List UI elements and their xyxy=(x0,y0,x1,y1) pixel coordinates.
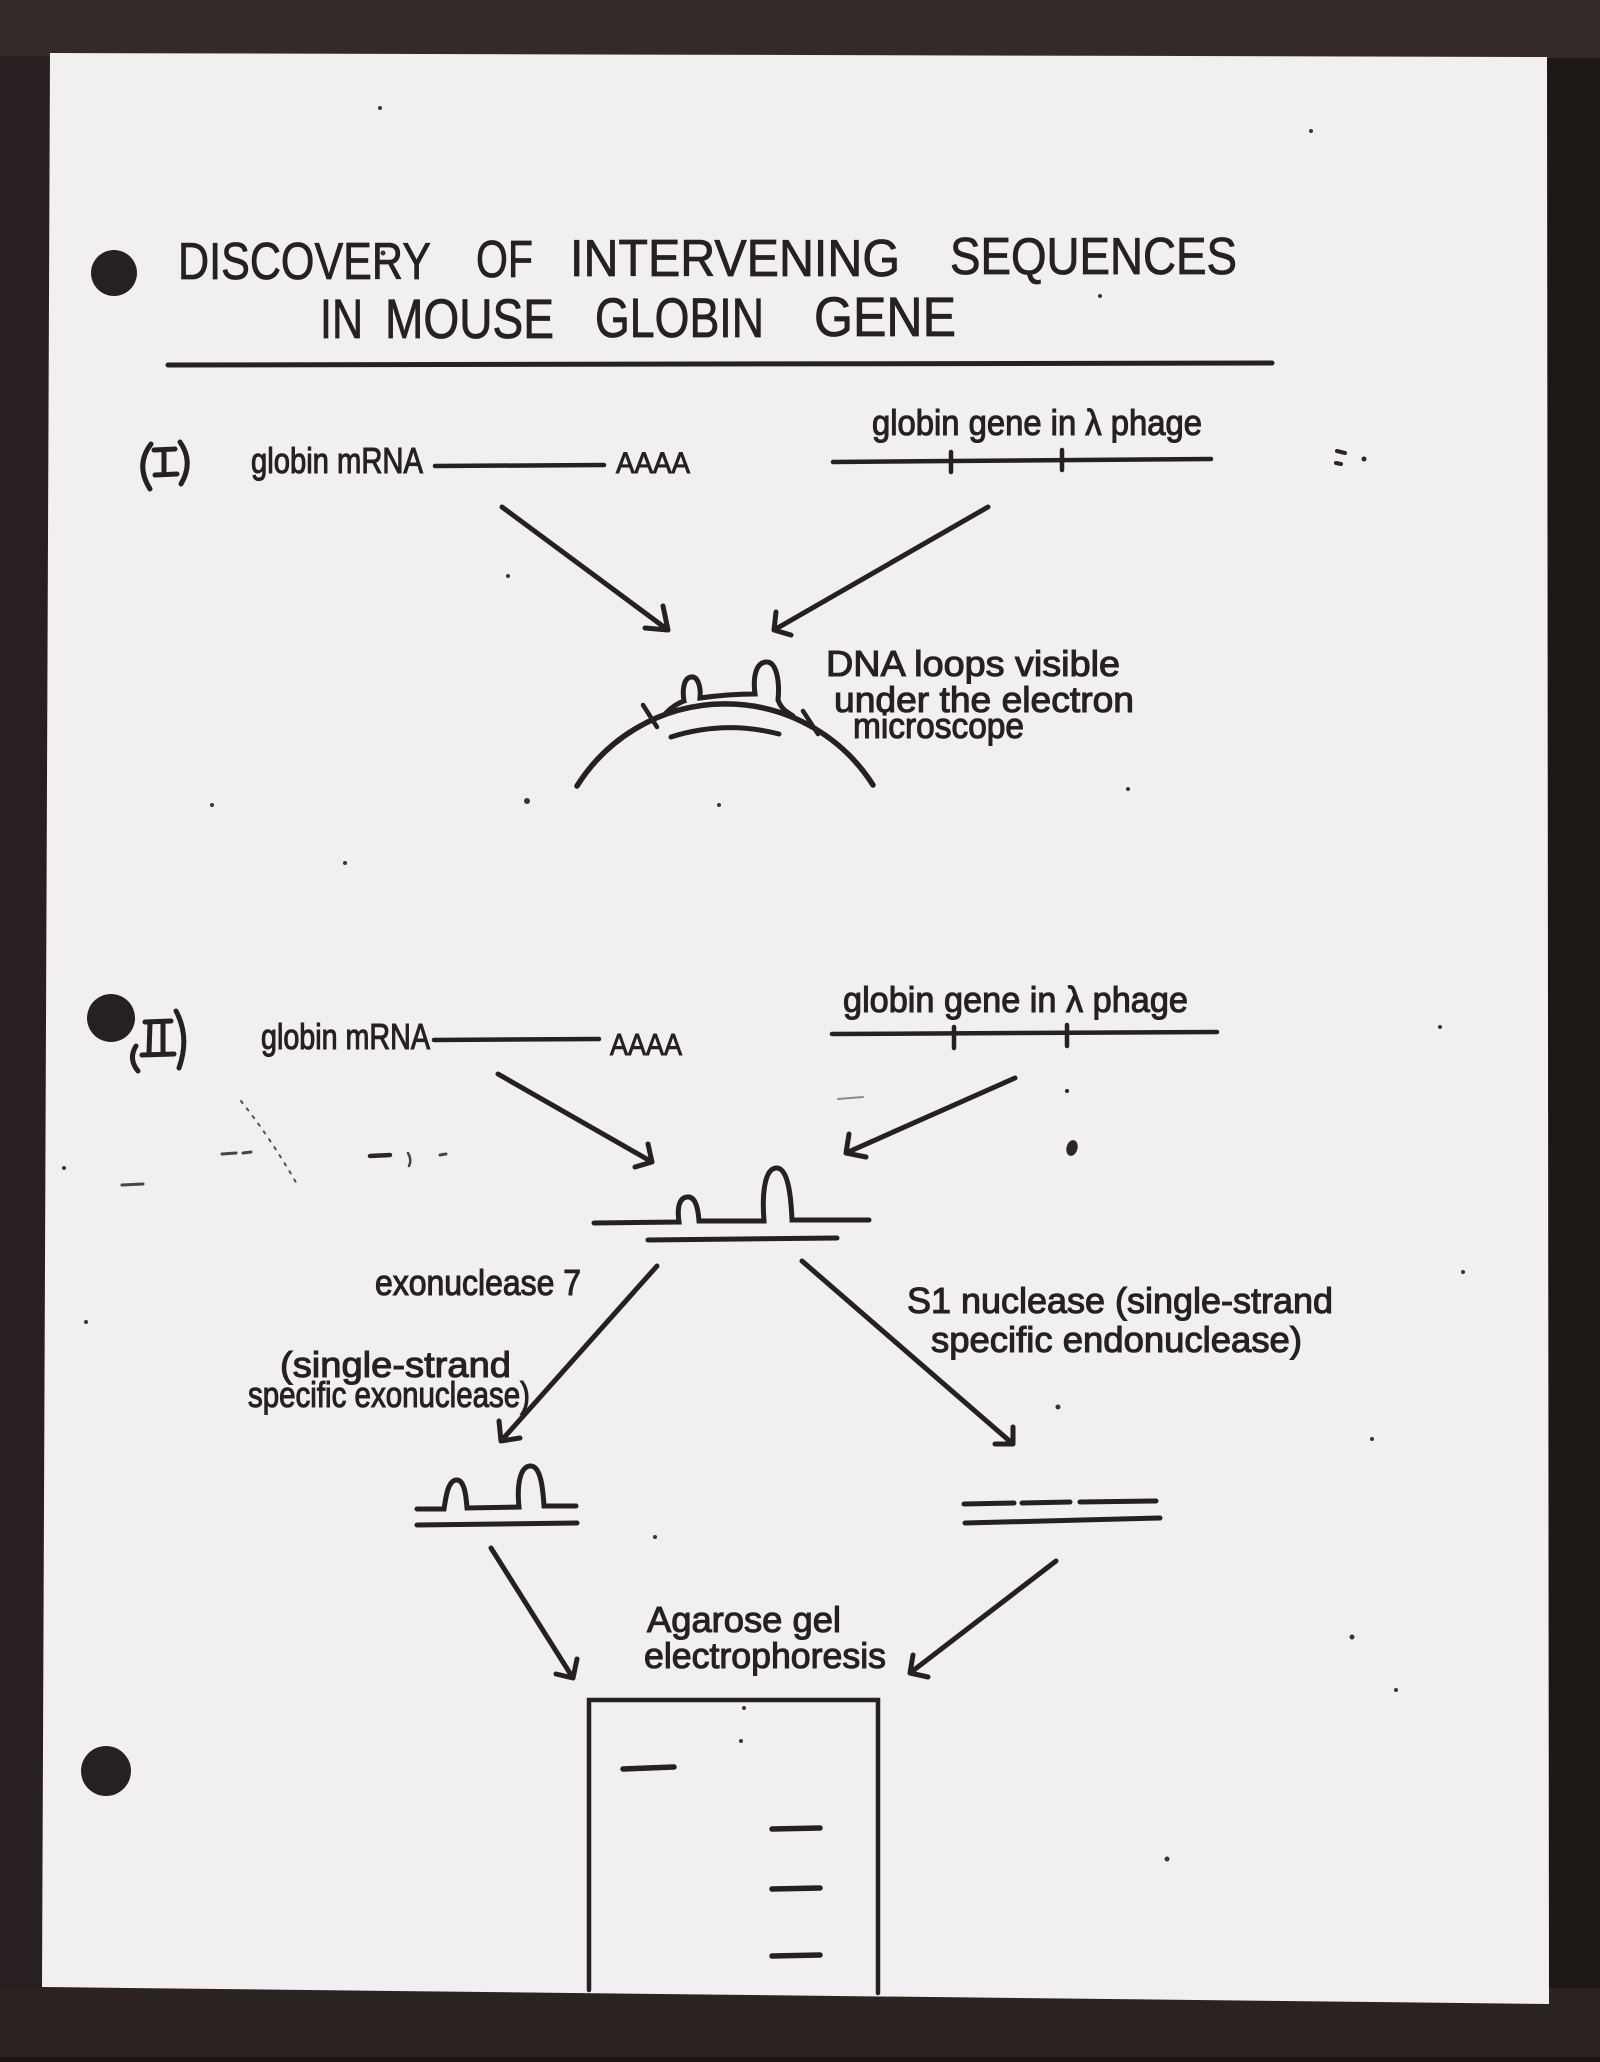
svg-text:S1 nuclease (single-strand: S1 nuclease (single-strand xyxy=(907,1280,1333,1321)
svg-text:AAAA: AAAA xyxy=(610,1027,682,1062)
svg-text:AAAA: AAAA xyxy=(616,447,690,480)
svg-text:microscope: microscope xyxy=(853,705,1024,746)
svg-text:INTERVENING: INTERVENING xyxy=(570,230,900,288)
svg-text:Agarose gel: Agarose gel xyxy=(647,1599,841,1640)
svg-text:DNA loops visible: DNA loops visible xyxy=(826,643,1120,684)
svg-text:DISCOVERY: DISCOVERY xyxy=(178,233,431,291)
svg-text:globin gene in λ phage: globin gene in λ phage xyxy=(872,402,1202,443)
svg-text:globin mRNA: globin mRNA xyxy=(251,440,423,481)
svg-text:specific exonuclease): specific exonuclease) xyxy=(248,1374,530,1415)
svg-text:exonuclease 7: exonuclease 7 xyxy=(375,1262,581,1303)
svg-text:GLOBIN: GLOBIN xyxy=(595,286,764,349)
svg-text:SEQUENCES: SEQUENCES xyxy=(950,228,1237,286)
svg-text:under the electron: under the electron xyxy=(834,679,1134,720)
svg-text:GENE: GENE xyxy=(814,285,956,348)
svg-text:globin gene in λ phage: globin gene in λ phage xyxy=(843,979,1188,1020)
svg-text:OF: OF xyxy=(476,231,533,289)
svg-text:globin mRNA: globin mRNA xyxy=(261,1016,430,1057)
svg-text:specific endonuclease): specific endonuclease) xyxy=(931,1319,1302,1360)
svg-text:MOUSE: MOUSE xyxy=(385,287,554,350)
svg-text:electrophoresis: electrophoresis xyxy=(644,1635,886,1676)
svg-text:(single-strand: (single-strand xyxy=(280,1344,511,1385)
svg-text:IN: IN xyxy=(320,287,363,350)
